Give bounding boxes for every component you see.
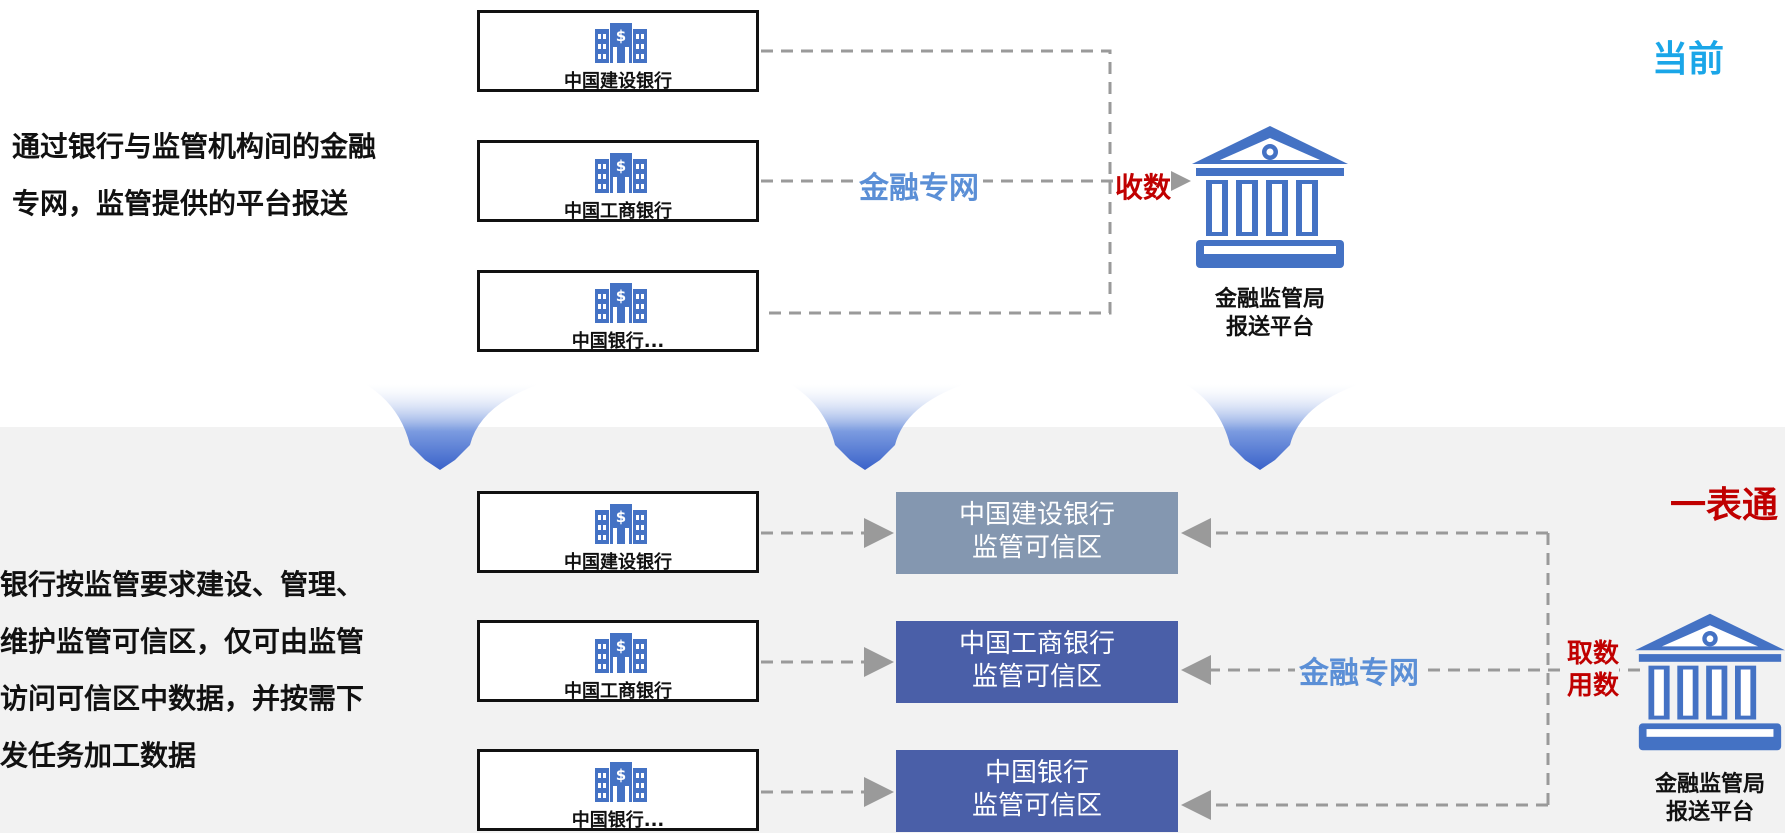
government-building-icon: [1635, 613, 1785, 751]
trusted-zone-ccb: 中国建设银行 监管可信区: [896, 492, 1178, 574]
bottom-network-label: 金融专网: [1295, 648, 1423, 692]
bank-name: 中国建设银行: [564, 552, 672, 573]
bottom-bank-box-boc: $ 中国银行...: [477, 749, 759, 831]
bank-name: 中国工商银行: [564, 201, 672, 222]
svg-text:$: $: [616, 637, 626, 655]
bank-name: 中国银行...: [571, 810, 665, 831]
bottom-section-background: [0, 427, 1785, 833]
bank-name: 中国银行...: [571, 331, 665, 352]
zone-line-1: 中国建设银行: [958, 500, 1115, 530]
regulator-label-line: 报送平台: [1665, 800, 1754, 825]
bank-building-icon: $: [595, 633, 647, 673]
bottom-bank-box-icbc: $ 中国工商银行: [477, 620, 759, 702]
down-funnel-arrows: [365, 384, 1360, 470]
bank-building-icon: $: [595, 23, 647, 63]
svg-text:$: $: [616, 766, 626, 784]
bank-name: 中国工商银行: [564, 681, 672, 702]
top-network-label: 金融专网: [855, 163, 983, 207]
bottom-description: 银行按监管要求建设、管理、 维护监管可信区，仅可由监管 访问可信区中数据，并按需…: [0, 556, 364, 784]
top-bank-box-ccb: $ 中国建设银行: [477, 10, 759, 92]
svg-text:$: $: [616, 508, 626, 526]
zone-line-2: 监管可信区: [971, 791, 1102, 821]
bank-name: 中国建设银行: [564, 71, 672, 92]
regulator-label-line: 金融监管局: [1214, 287, 1325, 312]
fetch-label-line: 取数: [1567, 639, 1620, 669]
fetch-label: 取数 用数: [1567, 638, 1620, 702]
bank-building-icon: $: [595, 762, 647, 802]
svg-text:$: $: [616, 157, 626, 175]
bank-building-icon: $: [595, 283, 647, 323]
svg-text:$: $: [616, 27, 626, 45]
regulator-label-line: 报送平台: [1225, 315, 1314, 340]
top-bank-box-boc: $ 中国银行...: [477, 270, 759, 352]
bank-building-icon: $: [595, 153, 647, 193]
svg-text:$: $: [616, 287, 626, 305]
top-collect-label: 收数: [1115, 166, 1172, 206]
trusted-zone-icbc: 中国工商银行 监管可信区: [896, 621, 1178, 703]
yibiaotong-label: 一表通: [1670, 485, 1779, 526]
top-description-line: 通过银行与监管机构间的金融: [12, 130, 377, 163]
trusted-zone-boc: 中国银行 监管可信区: [896, 750, 1178, 832]
regulator-label-line: 金融监管局: [1654, 772, 1765, 797]
zone-line-2: 监管可信区: [971, 662, 1102, 692]
zone-line-2: 监管可信区: [971, 533, 1102, 563]
bottom-bank-box-ccb: $ 中国建设银行: [477, 491, 759, 573]
top-regulator-label: 金融监管局 报送平台: [1200, 286, 1340, 342]
top-description: 通过银行与监管机构间的金融 专网，监管提供的平台报送: [12, 118, 376, 232]
top-bank-box-icbc: $ 中国工商银行: [477, 140, 759, 222]
bottom-description-line: 访问可信区中数据，并按需下: [0, 682, 365, 715]
government-building-icon: [1192, 126, 1348, 268]
bank-building-icon: $: [595, 504, 647, 544]
zone-line-1: 中国银行: [984, 758, 1089, 788]
fetch-label-line: 用数: [1567, 671, 1620, 701]
bottom-description-line: 发任务加工数据: [0, 739, 197, 772]
bottom-regulator-label: 金融监管局 报送平台: [1640, 771, 1780, 827]
bottom-description-line: 银行按监管要求建设、管理、: [0, 568, 365, 601]
zone-line-1: 中国工商银行: [958, 629, 1115, 659]
bottom-description-line: 维护监管可信区，仅可由监管: [0, 625, 365, 658]
current-label: 当前: [1652, 39, 1725, 80]
top-description-line: 专网，监管提供的平台报送: [12, 187, 349, 220]
